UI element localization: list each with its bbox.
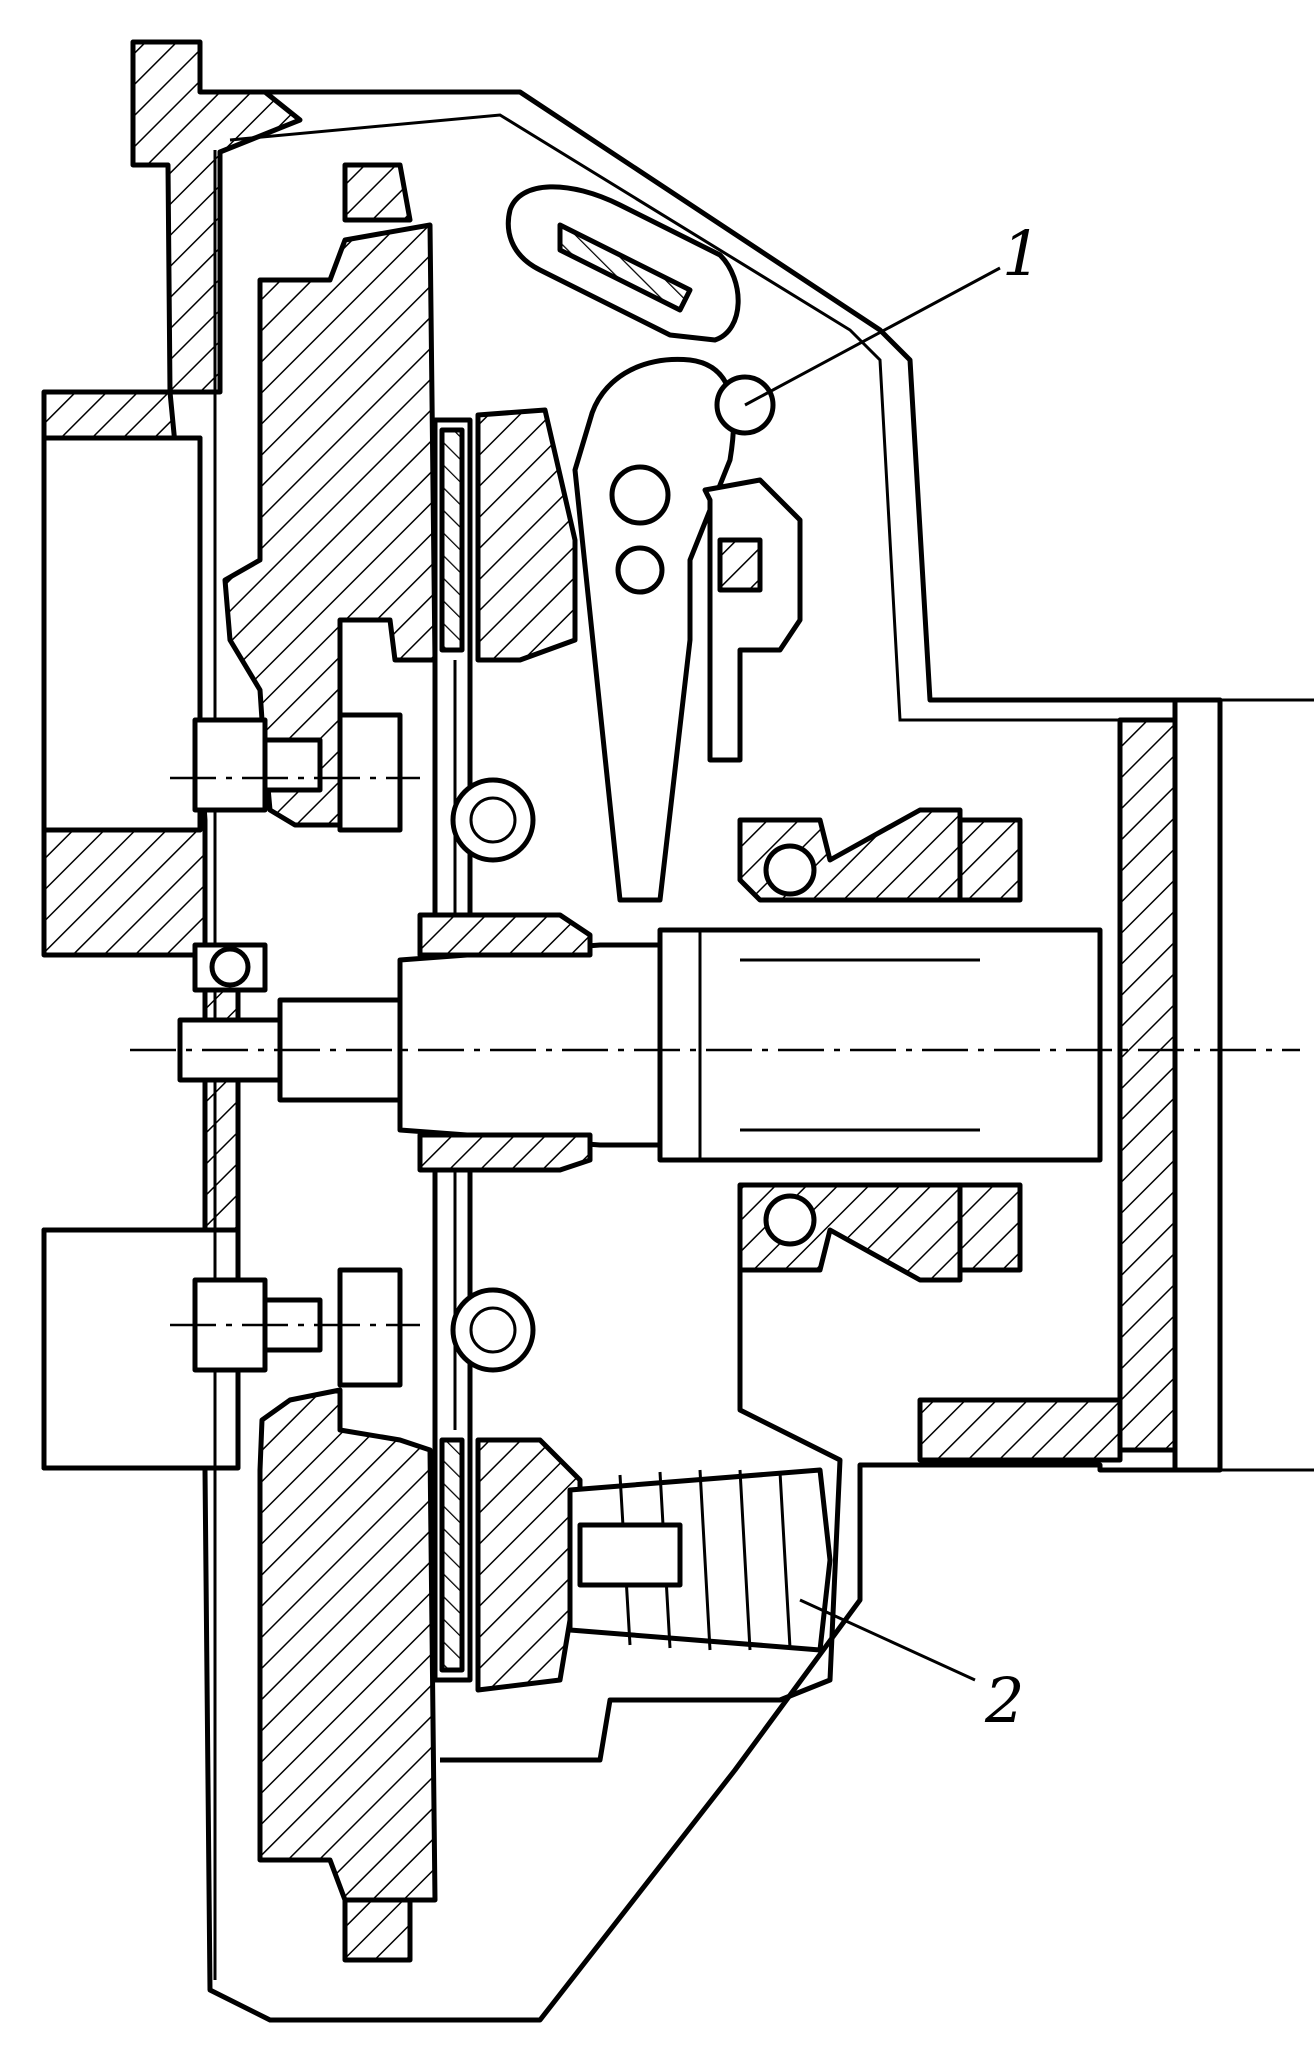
release-bearing [737,807,1023,1283]
leader-1 [744,266,1001,407]
leader-2 [799,1598,976,1682]
spring-cup [440,1270,843,1763]
callout-1-label: 1 [1002,217,1041,290]
gearbox-flange [917,697,1314,1473]
engine-housing [41,39,303,1471]
ring-gear [342,162,413,1963]
disc-hub [417,912,593,1173]
pressure-plate [475,407,583,1693]
flywheel [222,222,438,1903]
adjustment-window [505,184,741,343]
pilot-bearing [192,942,268,993]
eyebolt-bracket [702,477,803,763]
pressure-spring [567,1467,833,1653]
callout-2-label: 2 [984,1664,1024,1737]
input-shaft [177,927,1103,1163]
damper-springs [450,777,536,1373]
